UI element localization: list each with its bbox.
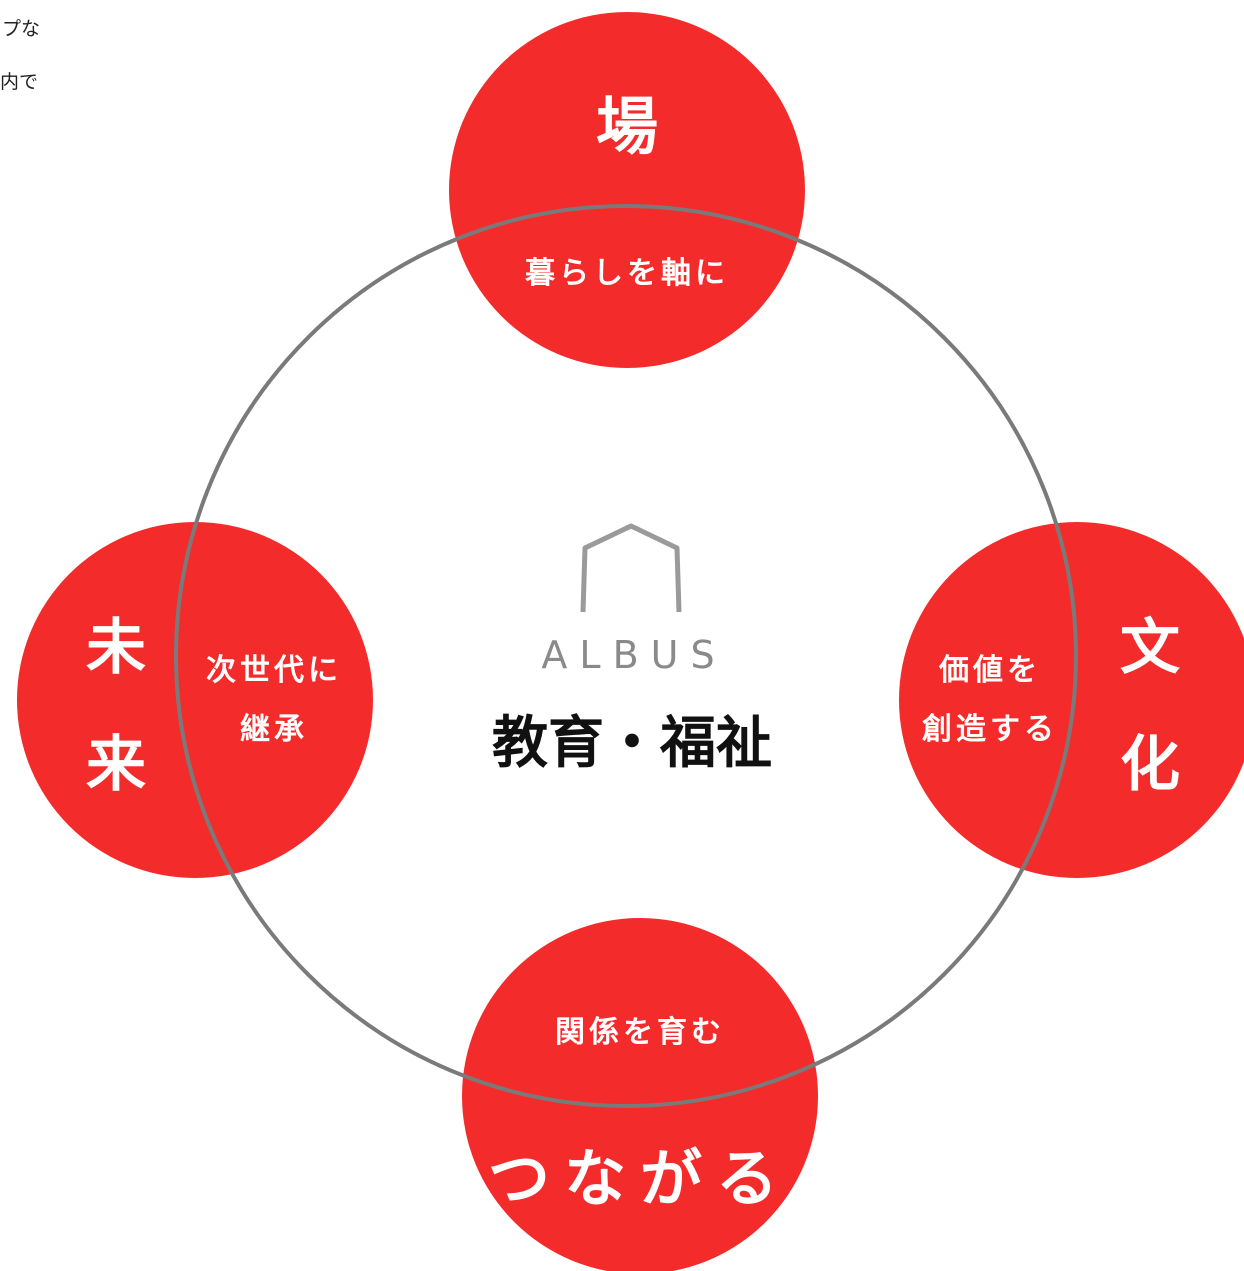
node-circle-left [17, 522, 373, 878]
main-ring [174, 204, 1078, 1108]
node-bottom-sub: 関係を育む [555, 1015, 725, 1050]
house-outline-icon [580, 523, 682, 613]
center-title: 教育・福祉 [492, 711, 772, 776]
node-top-big: 場 [596, 90, 658, 163]
node-right-big-1: 文 [1120, 613, 1180, 683]
node-left-big-1: 未 [86, 613, 146, 683]
node-left-big-2: 来 [86, 730, 146, 800]
top-fragment-line-1: プな [2, 18, 41, 40]
node-left-sub-2: 継承 [240, 712, 308, 747]
node-right-sub-1: 価値を [938, 653, 1041, 688]
top-fragment-line-2: 内で [0, 71, 39, 93]
node-right-sub-2: 創造する [922, 712, 1058, 747]
brand-name: ALBUS [541, 633, 726, 677]
node-right-big-2: 化 [1120, 730, 1180, 800]
node-circle-right [899, 522, 1244, 878]
node-top-sub: 暮らしを軸に [525, 256, 729, 291]
node-left-sub-1: 次世代に [206, 653, 342, 688]
node-circle-bottom [462, 918, 818, 1271]
node-circle-top [449, 12, 805, 368]
node-bottom-big: つながる [488, 1142, 792, 1215]
